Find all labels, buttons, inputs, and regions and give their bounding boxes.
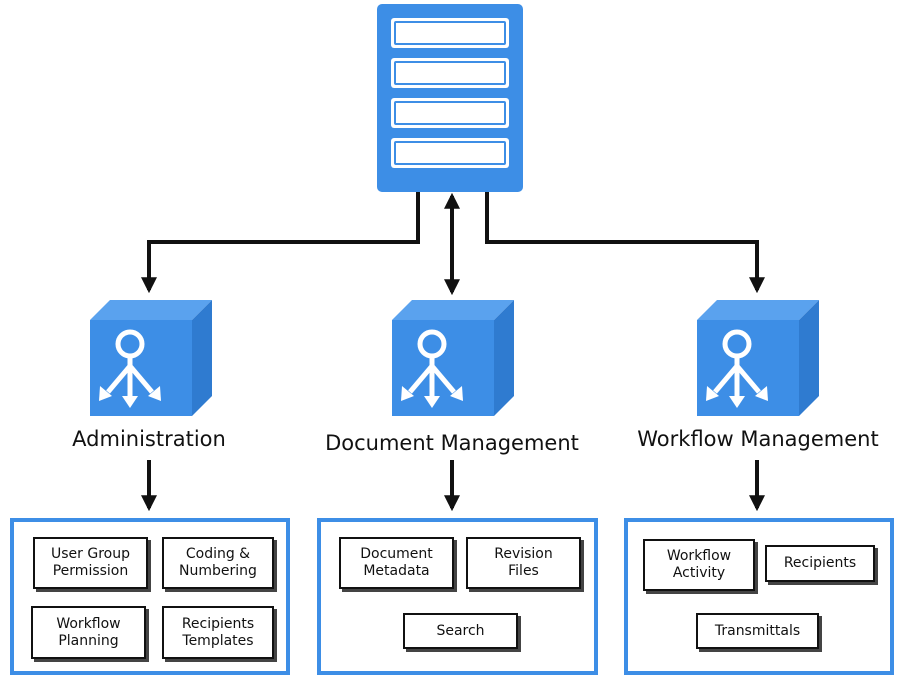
feature-box[interactable]: Recipients Templates: [162, 606, 274, 659]
document-management-features-panel: Document Metadata Revision Files Search: [317, 518, 598, 675]
arrow-server-to-administration: [141, 192, 420, 294]
distribution-cube-icon: [90, 300, 212, 416]
module-title-workflow-management: Workflow Management: [637, 427, 879, 451]
server-slot: [391, 138, 509, 168]
feature-box[interactable]: Revision Files: [466, 537, 581, 589]
distribution-cube-icon: [697, 300, 819, 416]
server-slot: [391, 98, 509, 128]
feature-box[interactable]: Workflow Planning: [31, 606, 146, 659]
module-title-document-management: Document Management: [325, 431, 579, 455]
administration-features-panel: User Group Permission Coding & Numbering…: [10, 518, 290, 675]
workflow-management-features-panel: Workflow Activity Recipients Transmittal…: [624, 518, 894, 675]
distribution-cube-icon: [697, 300, 819, 416]
module-title-administration: Administration: [72, 427, 226, 451]
arrow-server-to-workflow-management: [485, 192, 765, 294]
distribution-cube-icon: [90, 300, 212, 416]
feature-box[interactable]: Workflow Activity: [643, 539, 755, 591]
server-rack-icon: [377, 4, 523, 192]
distribution-cube-icon: [392, 300, 514, 416]
server-slot: [391, 18, 509, 48]
distribution-cube-icon: [392, 300, 514, 416]
server-slot: [391, 58, 509, 88]
feature-box[interactable]: Recipients: [765, 545, 875, 582]
feature-box[interactable]: Document Metadata: [339, 537, 454, 589]
feature-box[interactable]: User Group Permission: [33, 537, 148, 589]
feature-box[interactable]: Transmittals: [696, 613, 819, 649]
feature-box[interactable]: Search: [403, 613, 518, 649]
feature-box[interactable]: Coding & Numbering: [162, 537, 274, 589]
